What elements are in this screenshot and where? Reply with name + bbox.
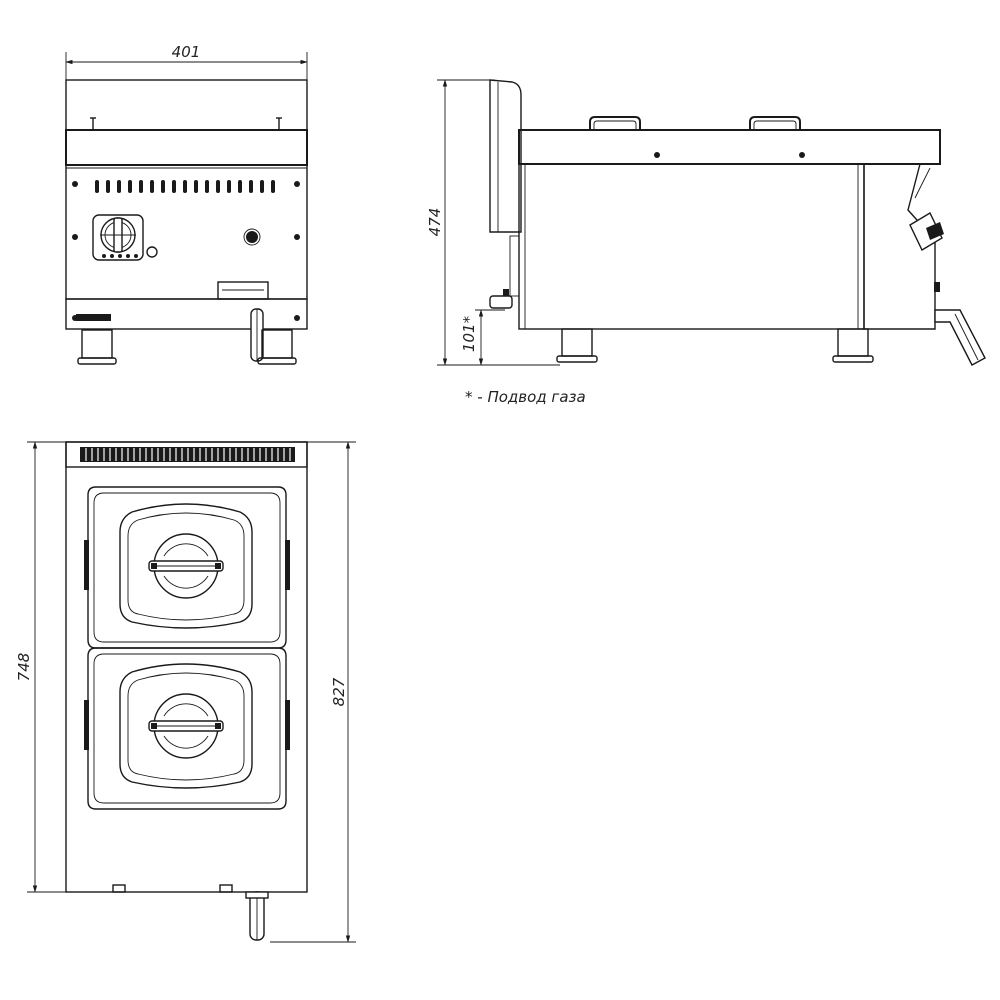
- height-dimension: 474: [426, 79, 560, 366]
- gas-height-label: 101*: [460, 315, 478, 352]
- side-view: 474 101*: [426, 79, 986, 406]
- gas-pipe-side: [934, 309, 986, 366]
- depth-total-dimension: 827: [270, 441, 356, 943]
- side-knob-icon: [909, 212, 944, 251]
- backsplash-side: [489, 79, 522, 233]
- vent-slots: [95, 180, 275, 193]
- depth-body-dimension: 748: [15, 441, 66, 893]
- ignition-button-icon: [243, 228, 261, 246]
- front-stud: [219, 884, 233, 893]
- depth-body-label: 748: [15, 653, 33, 682]
- top-view: 748 827: [15, 441, 356, 943]
- lower-pot: [84, 647, 290, 810]
- height-label: 474: [426, 208, 444, 237]
- upper-pot: [84, 486, 290, 649]
- lid-handle: [749, 116, 801, 130]
- gas-pipe-top: [245, 891, 269, 941]
- lid-handle: [589, 116, 641, 130]
- gas-note: * - Подвод газа: [465, 388, 586, 406]
- control-knob-icon: [92, 214, 158, 261]
- lid-knob-icon: [148, 693, 224, 759]
- width-label: 401: [172, 43, 201, 61]
- gas-valve-block: [217, 281, 269, 300]
- gas-inlet-side: [489, 289, 513, 309]
- backsplash: [65, 79, 308, 131]
- nameplate: [76, 314, 111, 321]
- side-feet: [556, 328, 874, 363]
- gas-height-dimension: 101*: [460, 309, 505, 366]
- depth-total-label: 827: [330, 677, 348, 706]
- front-view: 401: [65, 43, 308, 365]
- top-backsplash: [65, 441, 308, 468]
- gas-pipe-front: [250, 308, 264, 362]
- lid-knob-icon: [148, 533, 224, 599]
- width-dimension: 401: [65, 43, 308, 80]
- front-stud: [112, 884, 126, 893]
- front-feet: [77, 329, 297, 365]
- top-deck: [65, 129, 308, 166]
- side-top-deck: [518, 129, 941, 165]
- side-body: [518, 163, 865, 330]
- top-plate: [65, 441, 308, 893]
